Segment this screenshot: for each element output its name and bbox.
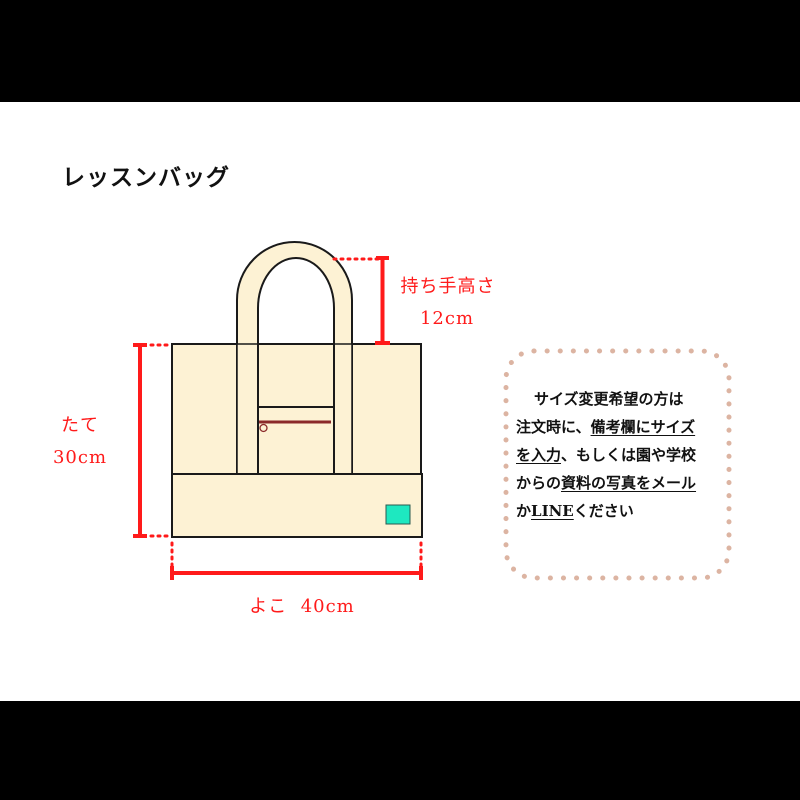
bag-upper-body [171, 343, 422, 475]
note-line-4: からの資料の写真をメール [516, 474, 697, 492]
width-dimension [170, 541, 423, 580]
note-line-5: かLINEください [516, 502, 634, 520]
dotted-border [503, 348, 732, 581]
height-label: たて [61, 415, 99, 436]
note-line-2: 注文時に、備考欄にサイズ [516, 418, 696, 436]
zipper-pull-icon [259, 423, 268, 433]
width-label-value: 40cm [300, 596, 355, 617]
height-dimension [133, 343, 174, 538]
note-line-1: サイズ変更希望の方は [534, 390, 684, 408]
product-title: レッスンバッグ [62, 165, 230, 191]
top-black-bar [0, 0, 800, 102]
bag-bottom-band [171, 473, 423, 538]
bottom-black-bar [0, 701, 800, 800]
size-change-note: サイズ変更希望の方は 注文時に、備考欄にサイズ を入力、もしくは園や学校 からの… [502, 347, 733, 582]
note-text: サイズ変更希望の方は 注文時に、備考欄にサイズ を入力、もしくは園や学校 からの… [516, 385, 721, 525]
height-value: 30cm [52, 447, 108, 468]
width-label-name: よこ [249, 596, 288, 617]
label-patch [385, 504, 411, 525]
handle-height-value: 12cm [419, 308, 475, 329]
handle-height-label: 持ち手高さ [400, 276, 496, 297]
note-line-3: を入力、もしくは園や学校 [516, 446, 697, 464]
front-pocket [258, 406, 334, 433]
handle-height-dimension [332, 256, 390, 345]
width-label: よこ 40cm [232, 592, 372, 618]
